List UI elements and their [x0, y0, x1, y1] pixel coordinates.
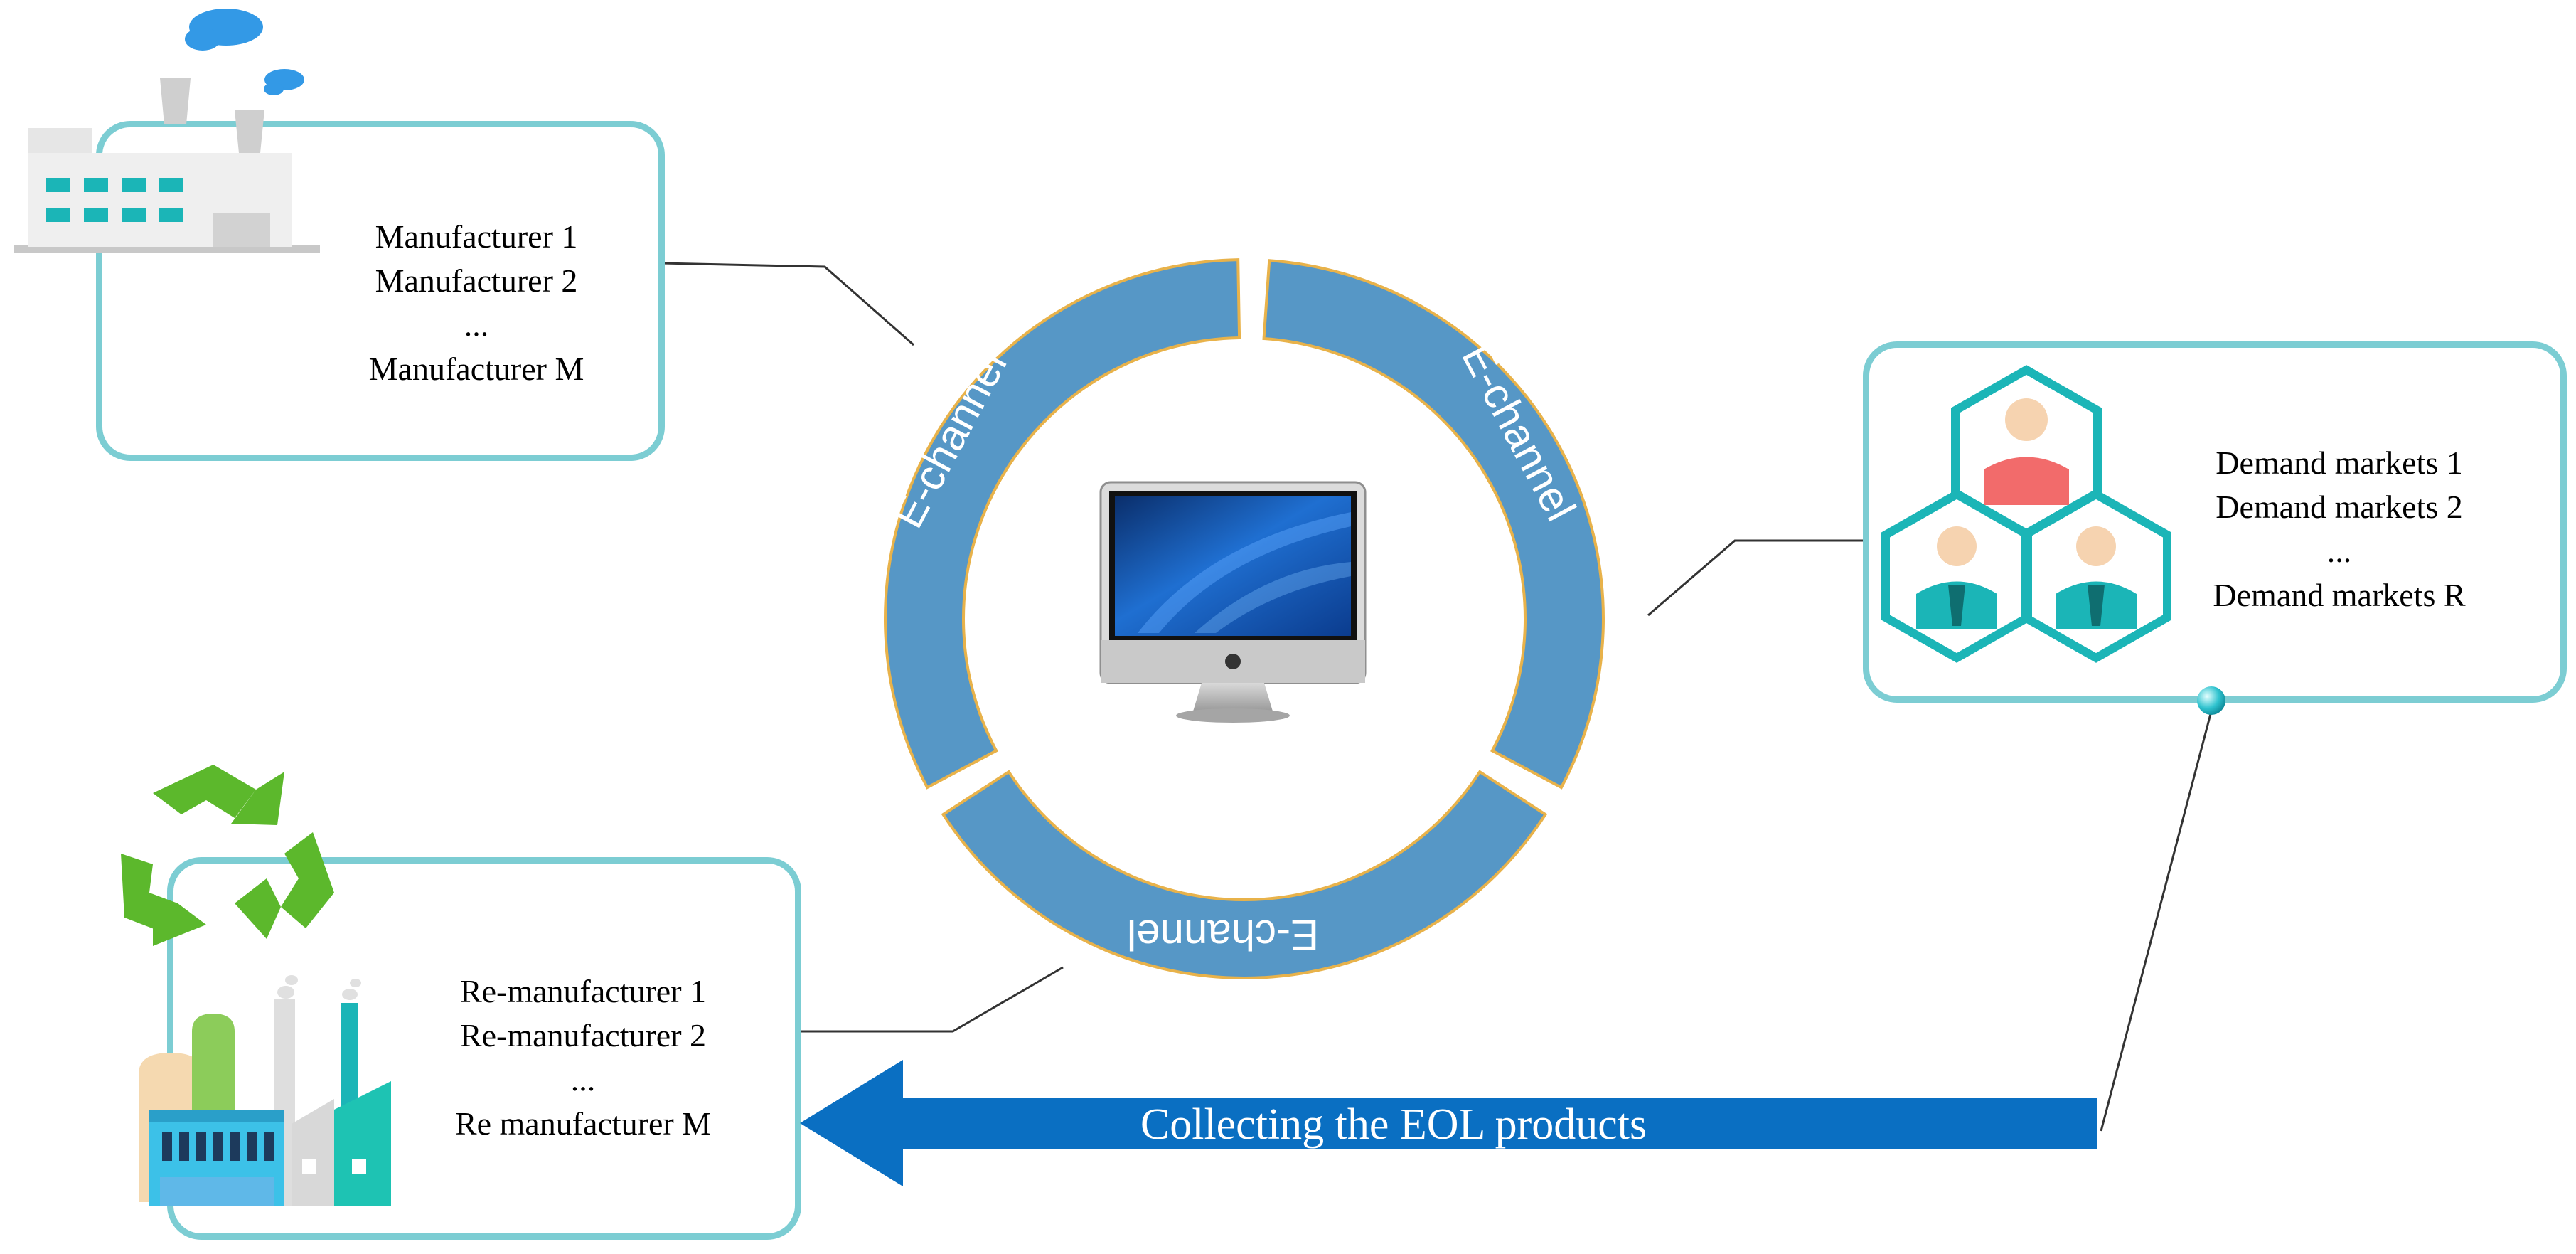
remanufacturers-list: Re-manufacturer 1 Re-manufacturer 2 ... … — [412, 969, 754, 1146]
demand-market-item: Demand markets R — [2213, 577, 2466, 613]
demand-market-item: Demand markets 2 — [2216, 489, 2463, 525]
smoke-cloud-icon — [185, 9, 304, 95]
remanufacturer-item: Re-manufacturer 1 — [459, 973, 707, 1009]
computer-monitor-icon — [1099, 481, 1367, 723]
e-channel-segment-bottom — [941, 770, 1548, 979]
demand-market-item: ... — [2326, 533, 2352, 569]
manufacturers-list: Manufacturer 1 Manufacturer 2 ... Manufa… — [334, 215, 619, 391]
connector-demand-return — [2100, 711, 2213, 1132]
remanufacturer-item: Re-manufacturer 2 — [459, 1017, 707, 1053]
connector-manufacturers-ring — [661, 262, 914, 346]
collecting-arrow-label: Collecting the EOL products — [1140, 1100, 1647, 1149]
demand-market-item: Demand markets 1 — [2216, 445, 2463, 481]
manufacturer-item: Manufacturer M — [368, 351, 584, 387]
manufacturer-item: Manufacturer 1 — [375, 218, 578, 255]
businessman-icon — [1916, 526, 1997, 629]
e-channel-segment-right — [1262, 259, 1605, 790]
e-channel-label-bottom: E-channel — [1127, 911, 1319, 959]
recycle-icon — [121, 765, 334, 946]
demand-markets-list: Demand markets 1 Demand markets 2 ... De… — [2183, 441, 2496, 617]
businessman-icon — [2056, 526, 2137, 629]
manufacturer-item: ... — [464, 307, 489, 343]
manufacturer-item: Manufacturer 2 — [375, 262, 578, 299]
connector-ring-demand — [1647, 539, 1877, 617]
factory-icon — [14, 78, 320, 253]
connection-dot — [2197, 686, 2225, 715]
collecting-arrow: Collecting the EOL products — [800, 1060, 2097, 1186]
e-channel-segment-left — [884, 258, 1241, 790]
customers-hexagon-icon — [1881, 365, 2171, 663]
remanufacturer-item: Re manufacturer M — [454, 1105, 712, 1142]
customer-person-icon — [1984, 398, 2069, 505]
remanufacturer-item: ... — [570, 1061, 596, 1098]
recycling-plant-icon — [139, 975, 391, 1206]
connector-ring-remanufacturers — [800, 966, 1064, 1033]
